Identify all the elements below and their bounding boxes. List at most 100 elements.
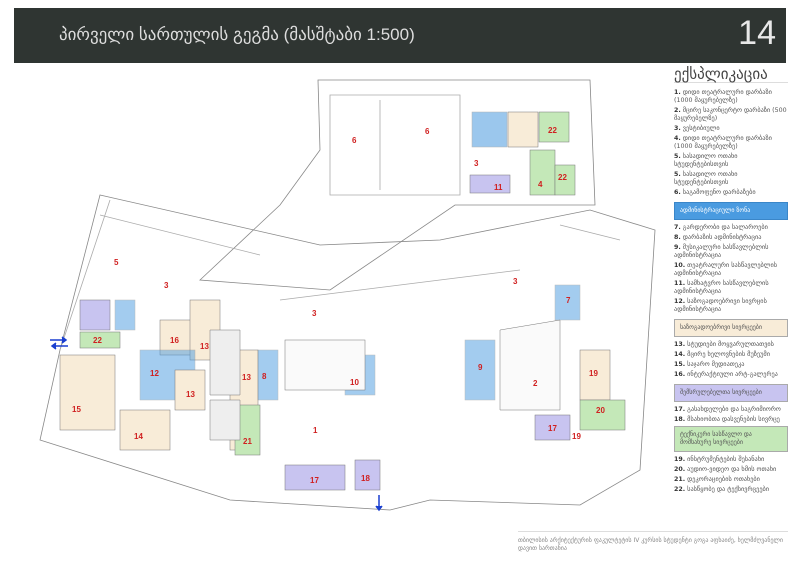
legend-item: 19. ინსტრუმენტების შესანახი <box>674 456 788 464</box>
legend-item: 17. გასახდელები და საგრიმიორო <box>674 406 788 414</box>
legend-item: 11. სამხატვრო სასწავლებლის ადმინისტრაცია <box>674 280 788 296</box>
legend-item-number: 22. <box>674 486 686 493</box>
legend-item-number: 20. <box>674 466 686 473</box>
room-number: 3 <box>474 159 479 168</box>
room-number: 13 <box>200 342 209 351</box>
room-number: 7 <box>566 296 571 305</box>
legend-item: 18. მსახიობთა დასვენების სივრცე <box>674 416 788 424</box>
page-title: პირველი სართულის გეგმა (მასშტაბი 1:500) <box>59 25 415 44</box>
legend-section-public: საზოგადოებრივი სივრცეები <box>674 319 788 337</box>
legend-item-number: 11. <box>674 280 686 287</box>
legend-item-number: 2. <box>674 107 681 114</box>
legend-item-label: გარდერობი და სალაროები <box>680 224 768 231</box>
room-number: 2 <box>533 379 538 388</box>
legend-item-number: 9. <box>674 244 681 251</box>
room-number: 13 <box>186 390 195 399</box>
legend-item-label: საჯარო მედიათეკა <box>685 361 745 368</box>
room-number: 22 <box>548 126 557 135</box>
legend-item: 1. დიდი თეატრალური დარბაზი (1000 მაყურებ… <box>674 89 788 105</box>
legend-item: 21. დეკორაციების ოთახები <box>674 476 788 484</box>
legend-item: 8. დარბაზის ადმინისტრაცია <box>674 234 788 242</box>
plan-top-block <box>199 79 596 291</box>
floor-plan: 6 6 22 3 11 4 22 5 3 3 3 7 22 16 13 12 1… <box>39 79 656 512</box>
legend-item: 13. სტუდიები მოყვარულთათვის <box>674 341 788 349</box>
room-number-labels: 6 6 22 3 11 4 22 5 3 3 3 7 22 16 13 12 1… <box>72 126 605 485</box>
legend-item-label: დარბაზის ადმინისტრაცია <box>680 234 762 241</box>
legend-item-number: 4. <box>674 135 681 142</box>
legend-item-number: 12. <box>674 298 686 305</box>
legend-item-label: თეატრალური სასწავლებლის ადმინისტრაცია <box>674 262 778 277</box>
legend-item-number: 1. <box>674 89 681 96</box>
legend-item-label: ინსტრუმენტების შესანახი <box>685 456 765 463</box>
legend-item-number: 6. <box>674 189 681 196</box>
room-number: 11 <box>494 183 503 192</box>
room-number: 5 <box>114 258 119 267</box>
legend-section-performers: შემსრულებელთა სივრცეები <box>674 384 788 402</box>
room-number: 20 <box>596 406 605 415</box>
room-number: 15 <box>72 405 81 414</box>
room-number: 9 <box>478 363 483 372</box>
room-number: 16 <box>170 336 179 345</box>
legend-item: 6. საგამოფენო დარბაზები <box>674 189 788 197</box>
legend-item-label: სასწყობე და ტექსივრცეები <box>685 486 770 493</box>
legend-item-label: მცირე ხელოვნების მუზეუმი <box>685 351 770 358</box>
room-number: 17 <box>548 424 557 433</box>
legend-item-label: ინტერაქტიული არტ-გალერეა <box>685 371 778 378</box>
legend-item-label: საზოგადოებრივი სივრცის ადმინისტრაცია <box>674 298 767 313</box>
room-number: 3 <box>513 277 518 286</box>
legend-item-number: 21. <box>674 476 686 483</box>
legend-item-number: 3. <box>674 125 681 132</box>
legend-item: 10. თეატრალური სასწავლებლის ადმინისტრაცი… <box>674 262 788 278</box>
legend-section-admin: ადმინისტრაციული ზონა <box>674 202 788 220</box>
legend-item-number: 8. <box>674 234 681 241</box>
legend-item-label: აუდიო-ვიდეო და ხმის ოთახი <box>685 466 777 473</box>
legend-group-performers: 17. გასახდელები და საგრიმიორო 18. მსახიობ… <box>674 406 788 424</box>
room-number: 19 <box>589 369 598 378</box>
room-number: 6 <box>425 127 430 136</box>
legend-item: 20. აუდიო-ვიდეო და ხმის ოთახი <box>674 466 788 474</box>
legend-panel: ექსპლიკაცია 1. დიდი თეატრალური დარბაზი (… <box>674 67 788 496</box>
legend-item: 22. სასწყობე და ტექსივრცეები <box>674 486 788 494</box>
legend-item-number: 13. <box>674 341 686 348</box>
legend-item: 4. დიდი თეატრალური დარბაზი (1000 მაყურებ… <box>674 135 788 151</box>
legend-item: 5. სასადილო ოთახი სტუდენტებისთვის <box>674 171 788 187</box>
room-number: 8 <box>262 372 267 381</box>
plan-main-outline <box>39 194 656 511</box>
room-number: 3 <box>164 281 169 290</box>
legend-item-number: 19. <box>674 456 686 463</box>
legend-item: 16. ინტერაქტიული არტ-გალერეა <box>674 371 788 379</box>
legend-item-label: სასადილო ოთახი სტუდენტებისთვის <box>674 153 738 168</box>
entrance-arrow-icons <box>50 336 383 512</box>
legend-item-label: სასადილო ოთახი სტუდენტებისთვის <box>674 171 738 186</box>
legend-item-label: გასახდელები და საგრიმიორო <box>685 406 781 413</box>
room-number: 1 <box>313 426 318 435</box>
legend-item: 12. საზოგადოებრივი სივრცის ადმინისტრაცია <box>674 298 788 314</box>
legend-item-label: სამხატვრო სასწავლებლის ადმინისტრაცია <box>674 280 769 295</box>
room-number: 13 <box>242 373 251 382</box>
legend-item-number: 18. <box>674 416 686 423</box>
page-number: 14 <box>738 14 776 52</box>
legend-item-number: 16. <box>674 371 686 378</box>
legend-item-label: დიდი თეატრალური დარბაზი (1000 მაყურებელზ… <box>674 89 772 104</box>
legend-item: 5. სასადილო ოთახი სტუდენტებისთვის <box>674 153 788 169</box>
legend-group-main: 1. დიდი თეატრალური დარბაზი (1000 მაყურებ… <box>674 89 788 197</box>
room-number: 4 <box>538 180 543 189</box>
room-number: 19 <box>572 432 581 441</box>
legend-item: 9. მუსიკალური სასწავლებლის ადმინისტრაცია <box>674 244 788 260</box>
room-number: 12 <box>150 369 159 378</box>
legend-item-label: დეკორაციების ოთახები <box>685 476 760 483</box>
room-number: 3 <box>312 309 317 318</box>
legend-item-number: 14. <box>674 351 686 358</box>
room-number: 17 <box>310 476 319 485</box>
legend-item-label: მსახიობთა დასვენების სივრცე <box>685 416 780 423</box>
room-number: 21 <box>243 437 252 446</box>
room-number: 18 <box>361 474 370 483</box>
legend-item-label: დიდი თეატრალური დარბაზი (1000 მაყურებელზ… <box>674 135 772 150</box>
legend-item: 2. მცირე საკონცერტო დარბაზი (500 მაყურებ… <box>674 107 788 123</box>
legend-item: 7. გარდერობი და სალაროები <box>674 224 788 232</box>
legend-group-tech: 19. ინსტრუმენტების შესანახი 20. აუდიო-ვიდ… <box>674 456 788 494</box>
legend-item-number: 5. <box>674 171 681 178</box>
legend-item-number: 5. <box>674 153 681 160</box>
legend-item-label: მუსიკალური სასწავლებლის ადმინისტრაცია <box>674 244 769 259</box>
legend-section-tech: ტექნიკური სასწავლო და მომსახურე სივრცეებ… <box>674 426 788 452</box>
